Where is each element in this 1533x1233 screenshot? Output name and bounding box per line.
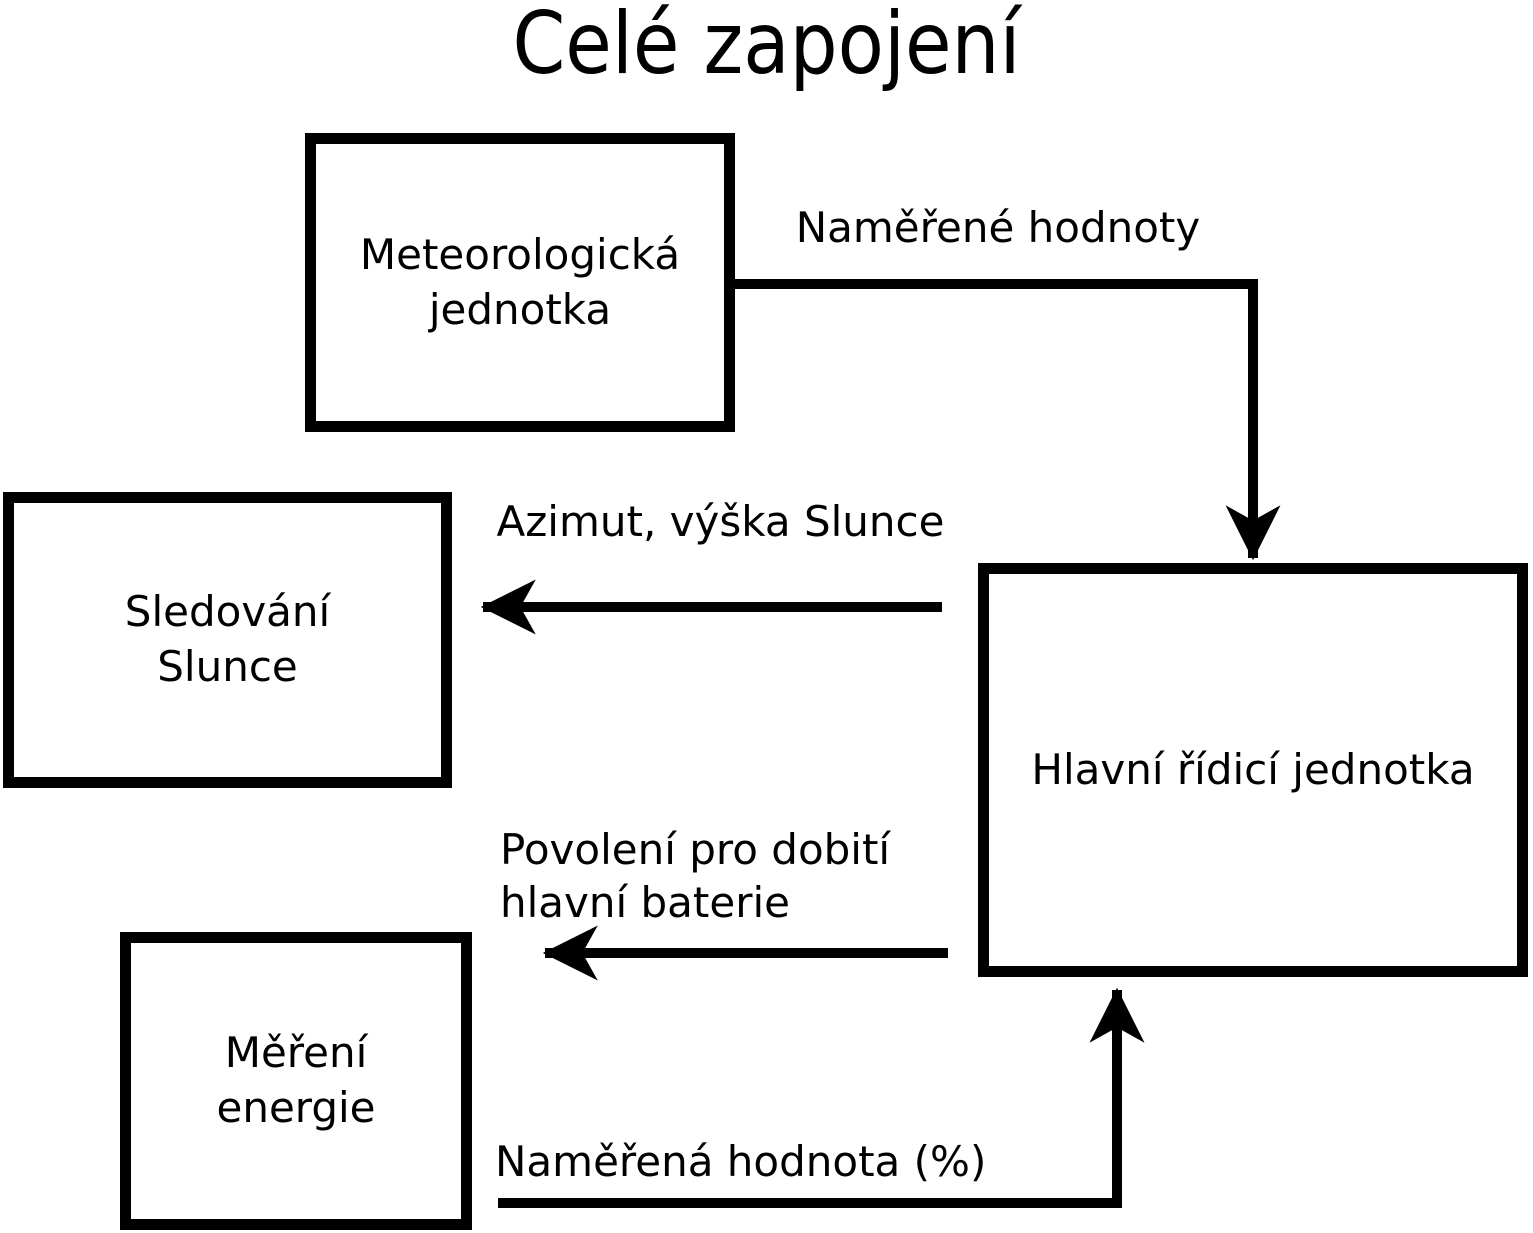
node-meteorological-unit: Meteorologická jednotka xyxy=(305,133,735,432)
node-main-control-unit: Hlavní řídicí jednotka xyxy=(978,563,1528,977)
diagram-title: Celé zapojení xyxy=(512,0,1021,94)
edge-measured-percent-arrow xyxy=(498,987,1145,1208)
edge-charge-permission-label: Povolení pro dobití hlavní baterie xyxy=(500,825,891,927)
node-meteorological-unit-label: Meteorologická jednotka xyxy=(359,229,681,334)
node-sun-tracking: Sledování Slunce xyxy=(3,492,452,788)
node-energy-measurement-label: Měření energie xyxy=(216,1028,376,1132)
edge-measured-percent-label: Naměřená hodnota (%) xyxy=(495,1137,987,1186)
node-main-control-unit-label: Hlavní řídicí jednotka xyxy=(1031,744,1475,794)
edge-measured-values-arrow xyxy=(733,279,1281,561)
node-sun-tracking-label: Sledování Slunce xyxy=(124,587,331,691)
edge-azimuth-sun-height-label: Azimut, výška Slunce xyxy=(496,497,945,546)
edge-measured-values-label: Naměřené hodnoty xyxy=(795,203,1201,252)
node-energy-measurement: Měření energie xyxy=(120,932,472,1230)
